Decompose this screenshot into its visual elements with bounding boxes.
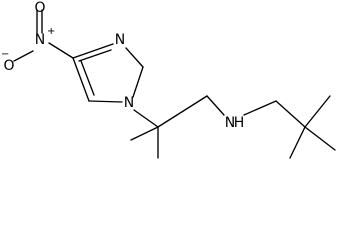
atom-n1-ring: N bbox=[124, 95, 134, 111]
bond-c4-n3 bbox=[72, 43, 114, 59]
bond-c5-c4-inner bbox=[80, 60, 95, 96]
bond-tert-c-methyl-up bbox=[304, 95, 331, 128]
atom-o-nitro-double: O bbox=[34, 0, 45, 16]
bond-c5-c4 bbox=[72, 57, 90, 102]
bond-ch2-amine-n bbox=[206, 95, 225, 116]
bond-o-n-nitro-single bbox=[13, 50, 34, 62]
atom-o-charge: − bbox=[1, 49, 9, 60]
bond-quaternary-c-methyl-left bbox=[130, 126, 159, 141]
bond-tert-c-methyl-down bbox=[289, 126, 306, 159]
bond-c2-n1 bbox=[132, 66, 144, 98]
bond-tert-c-methyl-right bbox=[304, 126, 336, 151]
atom-n-charge: + bbox=[47, 26, 55, 37]
bond-amine-n-ch2 bbox=[243, 100, 277, 116]
bond-nitro-n-ring-c4 bbox=[48, 42, 74, 59]
bonds bbox=[13, 9, 336, 159]
atom-n-nitro: N bbox=[35, 32, 45, 48]
atom-o-nitro-single: O bbox=[3, 58, 14, 74]
atom-n3-ring: N bbox=[115, 32, 125, 48]
bond-n1-c5 bbox=[88, 100, 123, 103]
bond-n3-c2 bbox=[125, 47, 144, 68]
bond-ch2-tert-c bbox=[275, 100, 306, 128]
atom-amine-n: N bbox=[225, 115, 235, 131]
bond-n1-quaternary-c bbox=[133, 109, 159, 128]
bond-quaternary-c-ch2 bbox=[157, 95, 208, 128]
chemical-structure: O − N + O N N N H bbox=[1, 0, 336, 159]
atom-labels: O − N + O N N N H bbox=[1, 0, 244, 131]
atom-amine-h: H bbox=[234, 115, 245, 131]
bond-c4-n3-inner bbox=[78, 49, 112, 62]
